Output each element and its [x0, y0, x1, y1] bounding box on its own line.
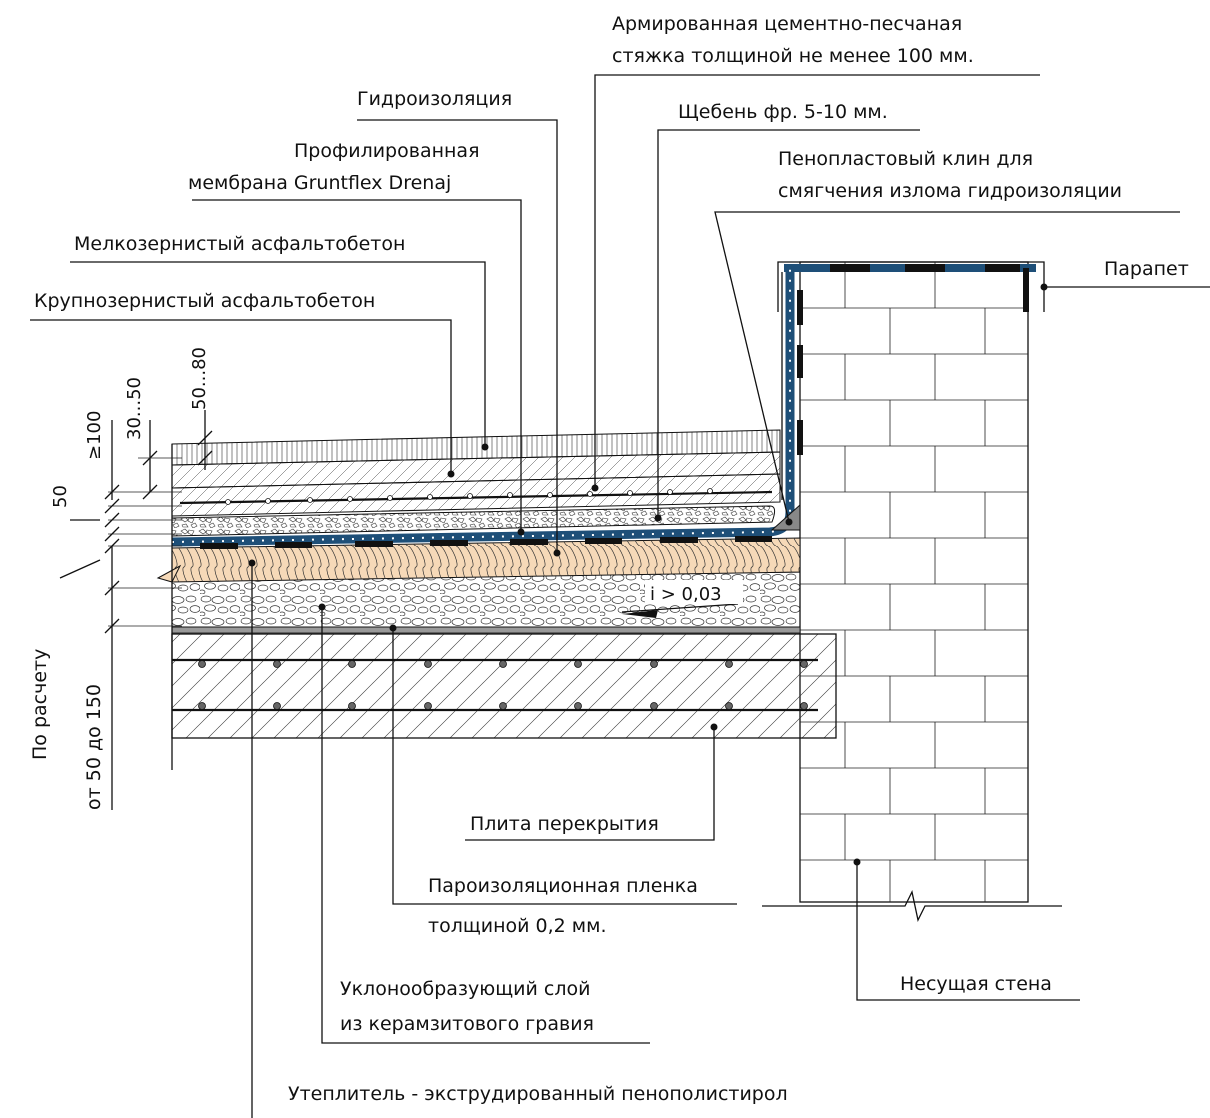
- rebar-dots: [198, 660, 808, 710]
- slope-indicator: [621, 580, 743, 618]
- dim-50-80: 50...80: [189, 347, 210, 410]
- parapet-cap: [777, 261, 1045, 312]
- label-membrane-1: Профилированная: [294, 140, 480, 162]
- label-coarse-asphalt: Крупнозернистый асфальтобетон: [34, 290, 375, 312]
- foam-wedge: [770, 503, 801, 531]
- label-membrane-2: мембрана Gruntflex Drenaj: [188, 172, 451, 194]
- insulation-break-mark: [156, 564, 182, 583]
- label-screed-1: Армированная цементно-песчаная: [612, 13, 962, 35]
- dim-calc: По расчету: [29, 649, 51, 760]
- label-foam-wedge-1: Пенопластовый клин для: [778, 148, 1033, 170]
- vapor-barrier: [171, 626, 801, 634]
- label-slope-layer-2: из керамзитового гравия: [340, 1013, 594, 1035]
- label-crushed-stone: Щебень фр. 5-10 мм.: [678, 101, 888, 123]
- insulation-layer: [171, 537, 801, 583]
- label-waterproofing: Гидроизоляция: [357, 88, 512, 110]
- floor-slab: [171, 633, 837, 739]
- label-vapor-barrier-2: толщиной 0,2 мм.: [428, 915, 606, 937]
- label-parapet: Парапет: [1104, 258, 1189, 280]
- dim-30-50: 30...50: [124, 377, 145, 440]
- slope-text: i > 0,03: [650, 584, 722, 605]
- label-fine-asphalt: Мелкозернистый асфальтобетон: [74, 233, 405, 255]
- dim-50-150: от 50 до 150: [83, 684, 105, 810]
- dimension-chain: [59, 410, 213, 810]
- ground-break-line: [762, 890, 1062, 922]
- label-slab: Плита перекрытия: [470, 813, 659, 835]
- crushed-stone-layer: [171, 505, 776, 537]
- leader-lines: [30, 74, 1210, 1118]
- label-screed-2: стяжка толщиной не менее 100 мм.: [612, 45, 974, 67]
- dim-100: ≥100: [84, 411, 105, 460]
- dim-50: 50: [50, 485, 71, 508]
- label-foam-wedge-2: смягчения излома гидроизоляции: [778, 180, 1122, 202]
- label-insulation: Утеплитель - экструдированный пенополист…: [288, 1083, 788, 1105]
- brick-joints: [800, 262, 1028, 902]
- leader-dots: [248, 283, 1048, 866]
- label-slope-layer-1: Уклонообразующий слой: [340, 978, 590, 1000]
- label-vapor-barrier-1: Пароизоляционная пленка: [428, 875, 698, 897]
- load-bearing-wall: [799, 261, 1029, 903]
- label-load-wall: Несущая стена: [900, 973, 1052, 995]
